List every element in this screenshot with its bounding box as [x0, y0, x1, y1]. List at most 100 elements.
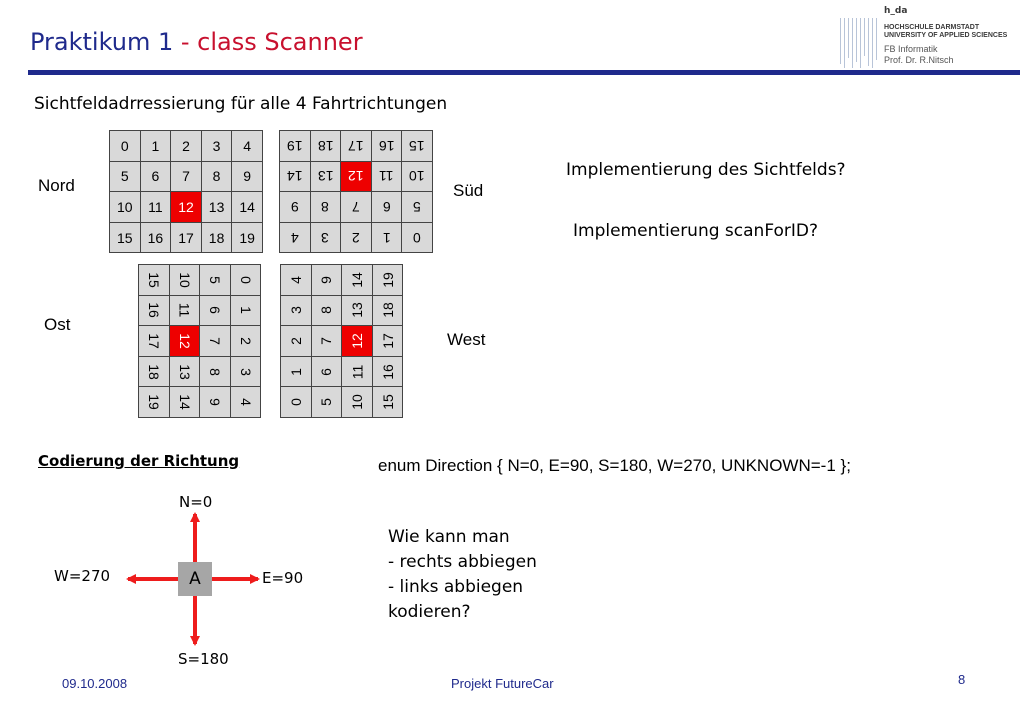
grid-cell-label: 2: [287, 337, 304, 345]
grid-cell-label: 1: [382, 229, 391, 246]
grid-cell: 16: [140, 222, 171, 253]
grid-cell-label: 9: [206, 398, 223, 407]
grid-cell: 8: [310, 192, 341, 222]
header-rule: [28, 70, 1020, 75]
grid-cell-label: 13: [176, 363, 193, 380]
compass-south: S=180: [178, 650, 229, 668]
grid-cell: 7: [311, 326, 342, 356]
grid-cell: 5: [200, 265, 230, 295]
grid-cell: 1: [140, 131, 171, 161]
grid-cell: 9: [311, 265, 342, 295]
grid-cell-label: 10: [117, 198, 133, 215]
grid-cell-label: 15: [117, 229, 133, 246]
grid-cell-label: 5: [318, 398, 335, 407]
grid-cell-label: 4: [243, 137, 252, 154]
grid-cell: 7: [171, 161, 201, 192]
grid-cell-label: 7: [352, 198, 360, 215]
grid-cell: 17: [372, 326, 403, 356]
grid-cell-label: 16: [378, 137, 395, 154]
grid-cell-label: 0: [237, 275, 254, 284]
grid-cell-label: 11: [379, 168, 394, 185]
grid-cell: 10: [342, 387, 372, 417]
grid-cell: 5: [311, 387, 342, 417]
grid-cell: 4: [281, 265, 311, 295]
grid-cell-label: 10: [176, 272, 193, 288]
grid-cell: 8: [311, 295, 342, 326]
logo-line1: HOCHSCHULE DARMSTADT: [884, 24, 980, 31]
grid-cell: 4: [280, 222, 310, 253]
grid-cell-label: 6: [318, 367, 335, 376]
grid-cell: 9: [232, 161, 262, 192]
grid-cell-label: 6: [382, 198, 391, 215]
grid-cell: 12: [341, 161, 371, 192]
slide-title: Praktikum 1 - class Scanner: [30, 28, 363, 56]
grid-cell: 2: [171, 131, 201, 161]
compass-north: N=0: [179, 493, 213, 511]
grid-cell: 11: [169, 295, 200, 326]
grid-cell: 15: [139, 265, 169, 295]
grid-cell: 18: [310, 131, 341, 161]
grid-cell: 5: [402, 192, 432, 222]
grid-cell: 15: [402, 131, 432, 161]
grid-cell: 0: [230, 265, 261, 295]
grid-cell-label: 17: [348, 137, 364, 154]
grid-cell-label: 18: [208, 229, 225, 246]
grid-cell-label: 9: [290, 198, 299, 215]
grid-cell: 4: [230, 387, 261, 417]
grid-cell-label: 3: [287, 306, 304, 315]
grid-cell: 19: [232, 222, 262, 253]
grid-cell-label: 16: [147, 229, 164, 246]
footer-date: 09.10.2008: [62, 676, 128, 691]
grid-cell-label: 12: [176, 333, 193, 349]
grid-cell-label: 14: [176, 394, 193, 410]
grid-cell: 10: [402, 161, 432, 192]
grid-cell: 7: [341, 192, 371, 222]
grid-cell: 12: [169, 326, 200, 356]
grid-cell-label: 7: [206, 337, 223, 345]
grid-cell-label: 2: [237, 337, 254, 345]
subtitle: Sichtfeldadrressierung für alle 4 Fahrtr…: [34, 94, 448, 114]
grid-cell: 2: [230, 326, 261, 356]
grid-cell-label: 14: [239, 198, 255, 215]
grid-cell: 13: [342, 295, 372, 326]
logo-dept: FB Informatik: [884, 44, 938, 54]
grid-cell-label: 14: [348, 272, 365, 288]
grid-cell-label: 6: [206, 306, 223, 315]
grid-cell-label: 15: [145, 272, 162, 288]
grid-cell-label: 11: [348, 364, 365, 379]
grid-cell: 19: [280, 131, 310, 161]
grid-cell: 0: [110, 131, 140, 161]
grid-cell: 14: [342, 265, 372, 295]
grid-cell-label: 17: [145, 333, 162, 349]
grid-cell-label: 0: [413, 229, 422, 246]
enum-direction: enum Direction { N=0, E=90, S=180, W=270…: [378, 456, 851, 475]
university-logo: h_da HOCHSCHULE DARMSTADT UNIVERSITY OF …: [838, 4, 1023, 68]
grid-cell: 9: [200, 387, 230, 417]
grid-cell-label: 9: [318, 275, 335, 284]
grid-cell-label: 19: [379, 272, 396, 288]
grid-cell-label: 19: [239, 229, 255, 246]
grid-cell-label: 4: [237, 398, 254, 407]
grid-cell-label: 1: [237, 306, 254, 315]
grid-cell-label: 16: [145, 302, 162, 319]
grid-cell-label: 11: [148, 198, 163, 215]
grid-cell-label: 13: [317, 168, 334, 185]
grid-cell: 3: [201, 131, 232, 161]
logo-name: h_da: [884, 6, 908, 16]
grid-cell: 12: [171, 192, 201, 222]
compass-east: E=90: [262, 569, 304, 587]
grid-cell: 8: [201, 161, 232, 192]
grid-cell: 16: [371, 131, 402, 161]
grid-cell: 18: [201, 222, 232, 253]
grid-cell-label: 15: [409, 137, 425, 154]
grid-cell: 3: [281, 295, 311, 326]
grid-cell: 6: [200, 295, 230, 326]
grid-cell: 17: [139, 326, 169, 356]
codierung-heading: Codierung der Richtung: [38, 452, 240, 470]
grid-cell-label: 2: [182, 137, 190, 154]
grid-cell-label: 8: [321, 198, 330, 215]
grid-cell: 15: [110, 222, 140, 253]
title-main: Praktikum 1: [30, 28, 174, 56]
wie-kann-man: Wie kann man - rechts abbiegen - links a…: [388, 525, 537, 625]
